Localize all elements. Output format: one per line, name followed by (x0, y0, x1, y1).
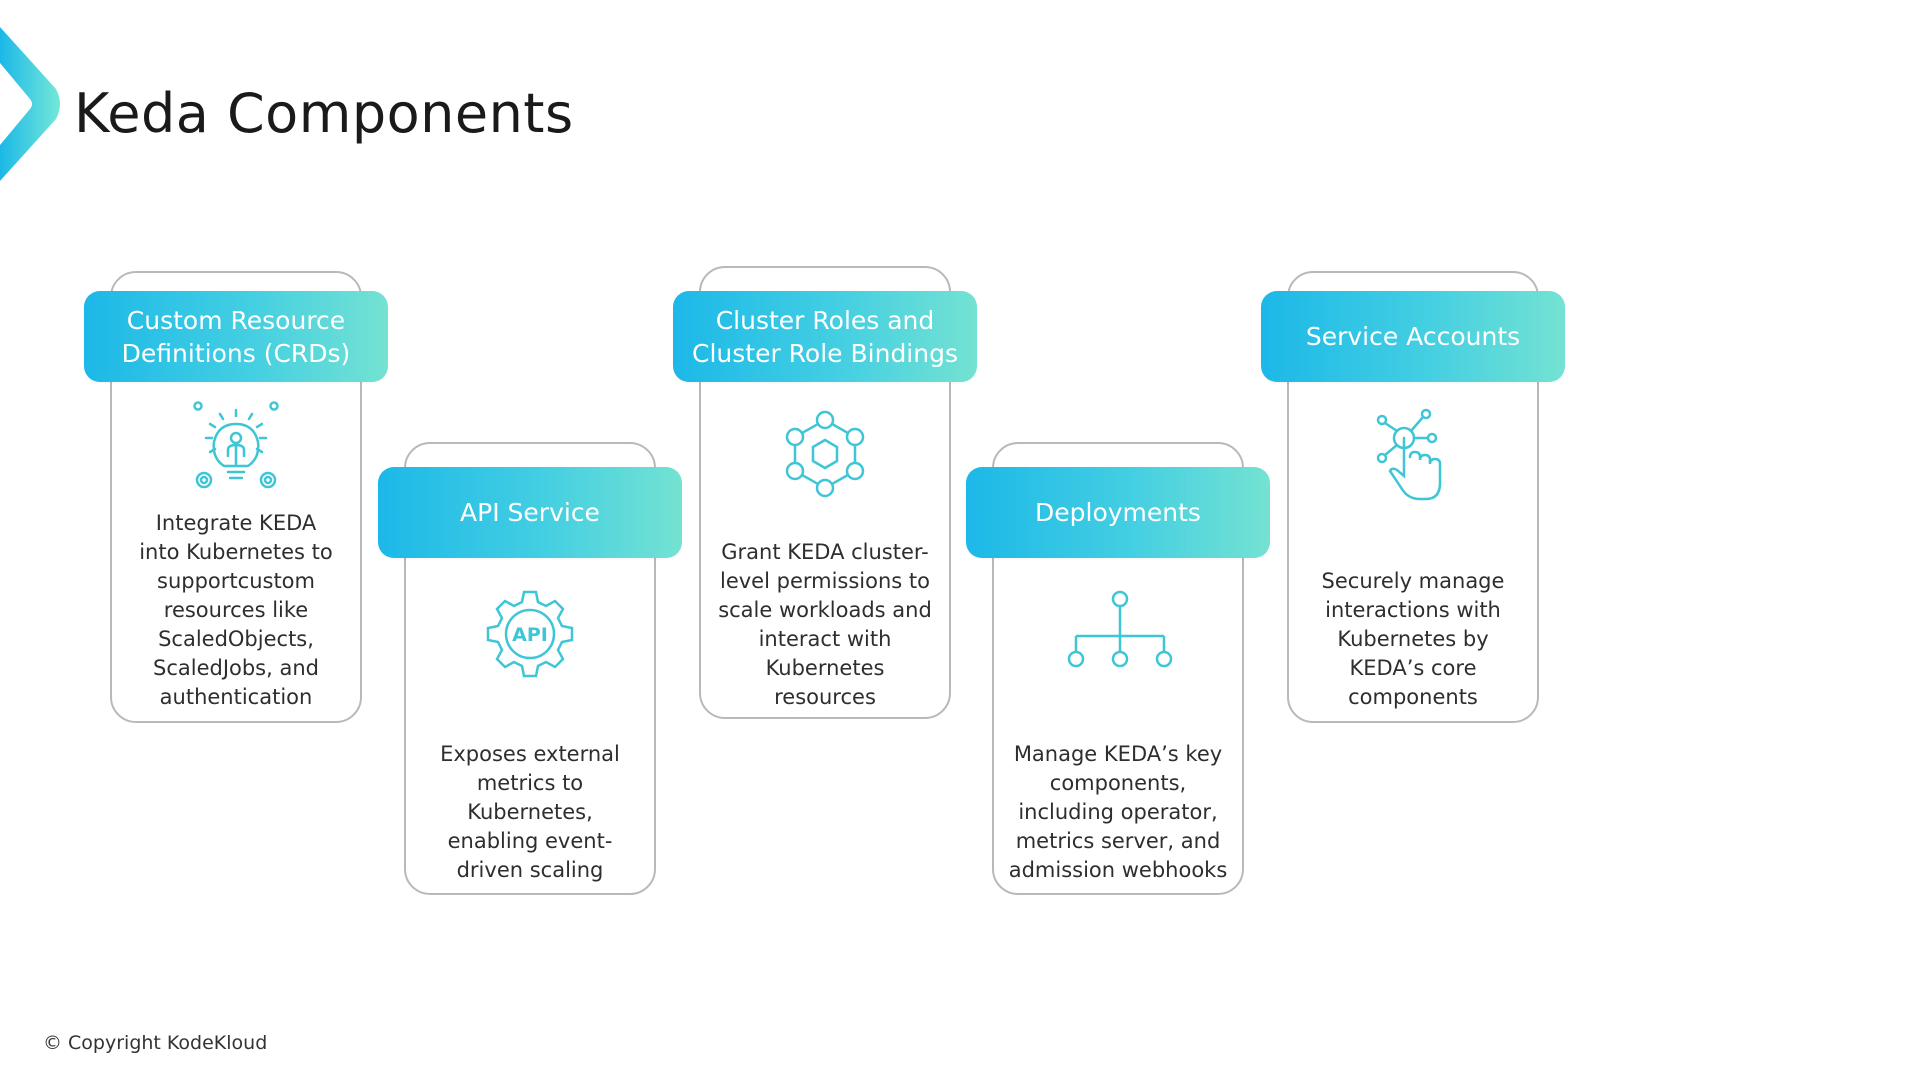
header-line: Custom Resource (126, 305, 346, 335)
description-line: level permissions to (720, 569, 930, 593)
description-line: Kubernetes by (1337, 627, 1489, 651)
hand-touch-network-icon (1376, 408, 1442, 501)
description-line: authentication (159, 685, 313, 709)
header-line: Definitions (CRDs) (121, 338, 351, 368)
description-line: Kubernetes, (467, 800, 593, 824)
description-line: Integrate KEDA (155, 511, 317, 535)
description-line: scale workloads and (718, 598, 932, 622)
description-line: ScaledObjects, (158, 627, 314, 651)
card-deployments-description: Manage KEDA’s key components, including … (994, 740, 1242, 885)
card-deployments-header: Deployments (966, 467, 1270, 558)
header-line: Cluster Role Bindings (692, 338, 958, 368)
kodekloud-chevron-logo (0, 27, 60, 181)
description-line: supportcustom (157, 569, 315, 593)
description-line: resources (774, 685, 876, 709)
description-line: into Kubernetes to (139, 540, 333, 564)
card-crds-description: Integrate KEDA into Kubernetes to suppor… (112, 509, 360, 712)
description-line: metrics to (476, 771, 584, 795)
card-api-service-header: API Service (378, 467, 682, 558)
copyright-footer: © Copyright KodeKloud (43, 1032, 268, 1054)
header-line: Service Accounts (1305, 322, 1521, 351)
header-line: API Service (460, 498, 600, 527)
card-service-accounts-description: Securely manage interactions with Kubern… (1289, 567, 1537, 712)
header-line: Deployments (1035, 498, 1201, 527)
header-line: Cluster Roles and (715, 305, 935, 335)
description-line: enabling event- (447, 829, 613, 853)
description-line: metrics server, and (1015, 829, 1221, 853)
hierarchy-tree-icon (1067, 590, 1173, 668)
description-line: including operator, (1018, 800, 1218, 824)
api-gear-icon: API (486, 590, 574, 678)
description-line: admission webhooks (1008, 858, 1228, 882)
page-title: Keda Components (74, 82, 574, 145)
description-line: driven scaling (456, 858, 604, 882)
description-line: interact with (758, 627, 892, 651)
card-api-service-description: Exposes external metrics to Kubernetes, … (406, 740, 654, 885)
lightbulb-person-gears-icon (193, 401, 279, 489)
description-line: interactions with (1325, 598, 1501, 622)
description-line: components (1348, 685, 1478, 709)
description-line: Grant KEDA cluster- (721, 540, 929, 564)
description-line: Manage KEDA’s key (1013, 742, 1223, 766)
card-cluster-roles-description: Grant KEDA cluster- level permissions to… (701, 538, 949, 712)
description-line: ScaledJobs, and (152, 656, 319, 680)
api-icon-text: API (512, 624, 548, 646)
description-line: components, (1049, 771, 1187, 795)
hexagon-network-icon (785, 410, 865, 498)
description-line: Kubernetes (765, 656, 885, 680)
description-line: Securely manage (1321, 569, 1505, 593)
description-line: resources like (163, 598, 309, 622)
description-line: Exposes external (440, 742, 620, 766)
description-line: KEDA’s core (1349, 656, 1477, 680)
card-service-accounts-header: Service Accounts (1261, 291, 1565, 382)
